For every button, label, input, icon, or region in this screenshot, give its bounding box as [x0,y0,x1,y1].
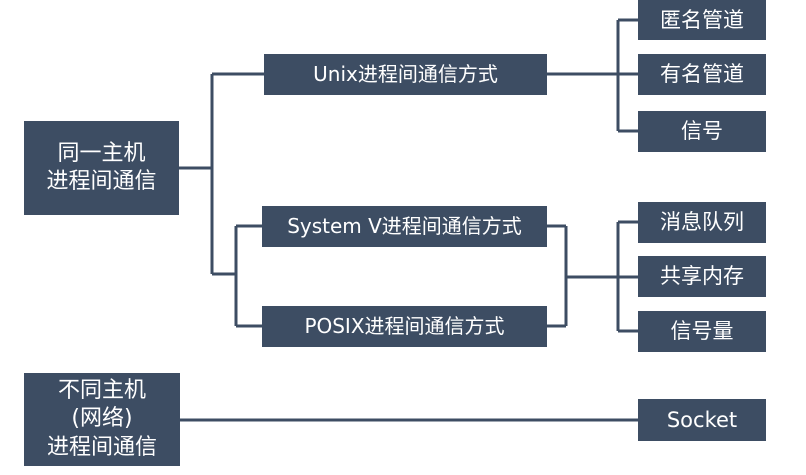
node-named-pipe: 有名管道 [638,54,766,95]
node-remote-ipc: 不同主机 (网络) 进程间通信 [24,373,180,466]
node-posix-ipc: POSIX进程间通信方式 [262,306,547,347]
node-unix-ipc: Unix进程间通信方式 [264,54,547,95]
node-socket: Socket [638,399,766,441]
node-anonymous-pipe: 匿名管道 [638,0,766,40]
node-system-v-ipc: System V进程间通信方式 [262,206,547,247]
node-semaphore: 信号量 [638,311,766,352]
node-signal: 信号 [638,111,766,152]
node-local-ipc: 同一主机 进程间通信 [24,121,179,215]
node-shared-memory: 共享内存 [638,256,766,297]
node-message-queue: 消息队列 [638,202,766,243]
